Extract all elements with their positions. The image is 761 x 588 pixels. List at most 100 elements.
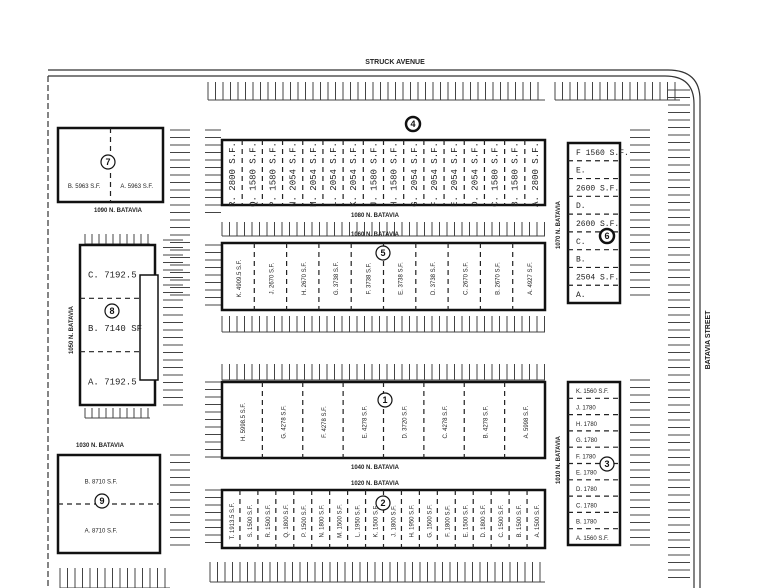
building-number-badge [104, 303, 120, 319]
building-1[interactable]: H. 5998.5 S.F. G. 4278 S.F. F. 4278 S.F. E.… [220, 380, 547, 471]
unit-label: B. 1780 [576, 520, 597, 526]
unit-label: B. 2670 S.F. [496, 262, 502, 295]
street-label-batavia-street: BATAVIA STREET [705, 310, 712, 370]
building-address: 1030 N. BATAVIA [76, 443, 125, 449]
building-address: 1040 N. BATAVIA [351, 465, 400, 471]
unit-label: 2504 S.F. [576, 273, 619, 282]
unit-label: A. 1500 S.F. [535, 504, 541, 537]
building-number: 6 [604, 231, 609, 241]
unit-label: E. 2054 S.F. [450, 142, 460, 207]
unit-label: F 1560 S.F. [576, 149, 629, 158]
unit-label: P. 1500 S.F. [302, 505, 308, 537]
unit-label: G. 4278 S.F. [282, 405, 288, 439]
unit-label: K. 2054 S.F. [349, 142, 359, 207]
unit-label: Q. 1800 S.F. [284, 504, 290, 538]
unit-label: B. [576, 256, 586, 265]
building-number-badge [94, 493, 110, 509]
building-number: 5 [380, 248, 385, 258]
unit-label: J. 1780 [576, 405, 596, 411]
unit-label: P. 1580 S.F. [268, 142, 278, 207]
unit-label: C. 2670 S.F. [463, 262, 469, 295]
parking-stalls [59, 82, 690, 588]
building-outline [56, 453, 162, 555]
building-number: 8 [109, 306, 114, 316]
unit-label: E. 4278 S.F. [362, 405, 368, 438]
unit-label: 2600 S.F. [576, 184, 619, 193]
unit-label: H. 2670 S.F. [302, 262, 308, 295]
building-number-badge [377, 392, 393, 408]
unit-label: Q. 1580 S.F. [248, 142, 258, 207]
unit-label: C. [576, 238, 586, 247]
unit-label: C. 1500 S.F. [499, 504, 505, 537]
unit-label: B. 8710 S.F. [85, 480, 118, 486]
building-address: 1090 N. BATAVIA [94, 208, 143, 214]
unit-label: D. 1800 S.F. [481, 504, 487, 537]
unit-label: D. 3738 S.F. [431, 262, 437, 295]
building-3[interactable]: K. 1560 S.F. J. 1780 H. 1780 G. 1780 F. 1780… [556, 380, 622, 547]
unit-label: F. 4278 S.F. [322, 406, 328, 438]
building-number: 2 [380, 498, 385, 508]
unit-label: C. 1580 S.F. [491, 142, 501, 207]
building-address: 1020 N. BATAVIA [351, 481, 400, 487]
building-6[interactable]: F 1560 S.F.E.2600 S.F.D.2600 S.F.C.B.250… [556, 141, 629, 305]
unit-label: M. 1500 S.F. [338, 504, 344, 538]
unit-label: H. 1580 S.F. [390, 142, 400, 207]
building-outline [566, 141, 622, 305]
unit-label: K. 1500 S.F. [374, 504, 380, 537]
unit-label: B. 1500 S.F. [517, 504, 523, 537]
unit-label: R. 2800 S.F. [228, 142, 238, 207]
unit-label: B. 5963 S.F. [68, 184, 101, 190]
unit-label: A. 2800 S.F. [531, 142, 541, 207]
unit-label: G. 3738 S.F. [334, 261, 340, 295]
unit-label: E. 1500 S.F. [463, 504, 469, 537]
unit-label: H. 1780 [576, 422, 598, 428]
unit-label: T. 1913.5 S.F. [230, 502, 236, 539]
unit-label: M. 2054 S.F. [309, 142, 319, 207]
building-number-badge [375, 495, 391, 511]
unit-label: E. [576, 167, 586, 176]
unit-label: F. 3738 S.F. [366, 262, 372, 294]
unit-label: A. 1560 S.F. [576, 536, 609, 542]
unit-label: D. 1780 [576, 487, 598, 493]
unit-label: E. 3738 S.F. [399, 262, 405, 295]
unit-label: F. 2054 S.F. [430, 142, 440, 207]
unit-label: B. 1580 S.F. [511, 142, 521, 207]
unit-label: B. 4278 S.F. [483, 405, 489, 438]
unit-label: A. [576, 291, 586, 300]
building-number-badge [100, 154, 116, 170]
building-number-badge [599, 456, 615, 472]
unit-label: K. 1560 S.F. [576, 389, 609, 395]
building-address: 1080 N. BATAVIA [351, 213, 400, 219]
building-number: 3 [604, 459, 609, 469]
unit-label: A. 4927 S.F. [528, 262, 534, 295]
unit-label: H. 5998.5 S.F. [241, 403, 247, 441]
unit-label: R. 1500 S.F. [266, 504, 272, 537]
unit-label: C. 7192.5 [88, 271, 137, 281]
unit-label: A. 8710 S.F. [85, 529, 118, 535]
unit-label: C. 4278 S.F. [443, 405, 449, 438]
unit-label: D. [576, 202, 586, 211]
building-number-badge [404, 115, 422, 133]
unit-label: L. 1950 S.F. [356, 505, 362, 537]
building-2[interactable]: T. 1913.5 S.F.S. 1500 S.F.R. 1500 S.F.Q.… [220, 481, 547, 550]
unit-label: L. 2054 S.F. [329, 142, 339, 207]
unit-label: N. 1800 S.F. [320, 504, 326, 537]
unit-label: N. 2054 S.F. [289, 142, 299, 207]
unit-label: H. 1950 S.F. [409, 504, 415, 537]
road-outlines [47, 69, 701, 588]
building-4[interactable]: R. 2800 S.F. Q. 1580 S.F. P. 1580 S.F. N. 2… [220, 115, 547, 219]
building-number-badge [598, 227, 616, 245]
unit-label: K. 4909.5 S.F. [237, 259, 243, 297]
unit-label: E. 1780 [576, 471, 597, 477]
unit-label: F. 1800 S.F. [445, 505, 451, 537]
unit-label: J. 1800 S.F. [391, 505, 397, 537]
building-5[interactable]: K. 4909.5 S.F.J. 2670 S.F.H. 2670 S.F.G.… [220, 232, 547, 312]
unit-label: F. 1780 [576, 454, 596, 460]
building-number-badge [375, 245, 391, 261]
street-label-struck-avenue: STRUCK AVENUE [365, 59, 425, 66]
unit-label: G. 1780 [576, 438, 598, 444]
